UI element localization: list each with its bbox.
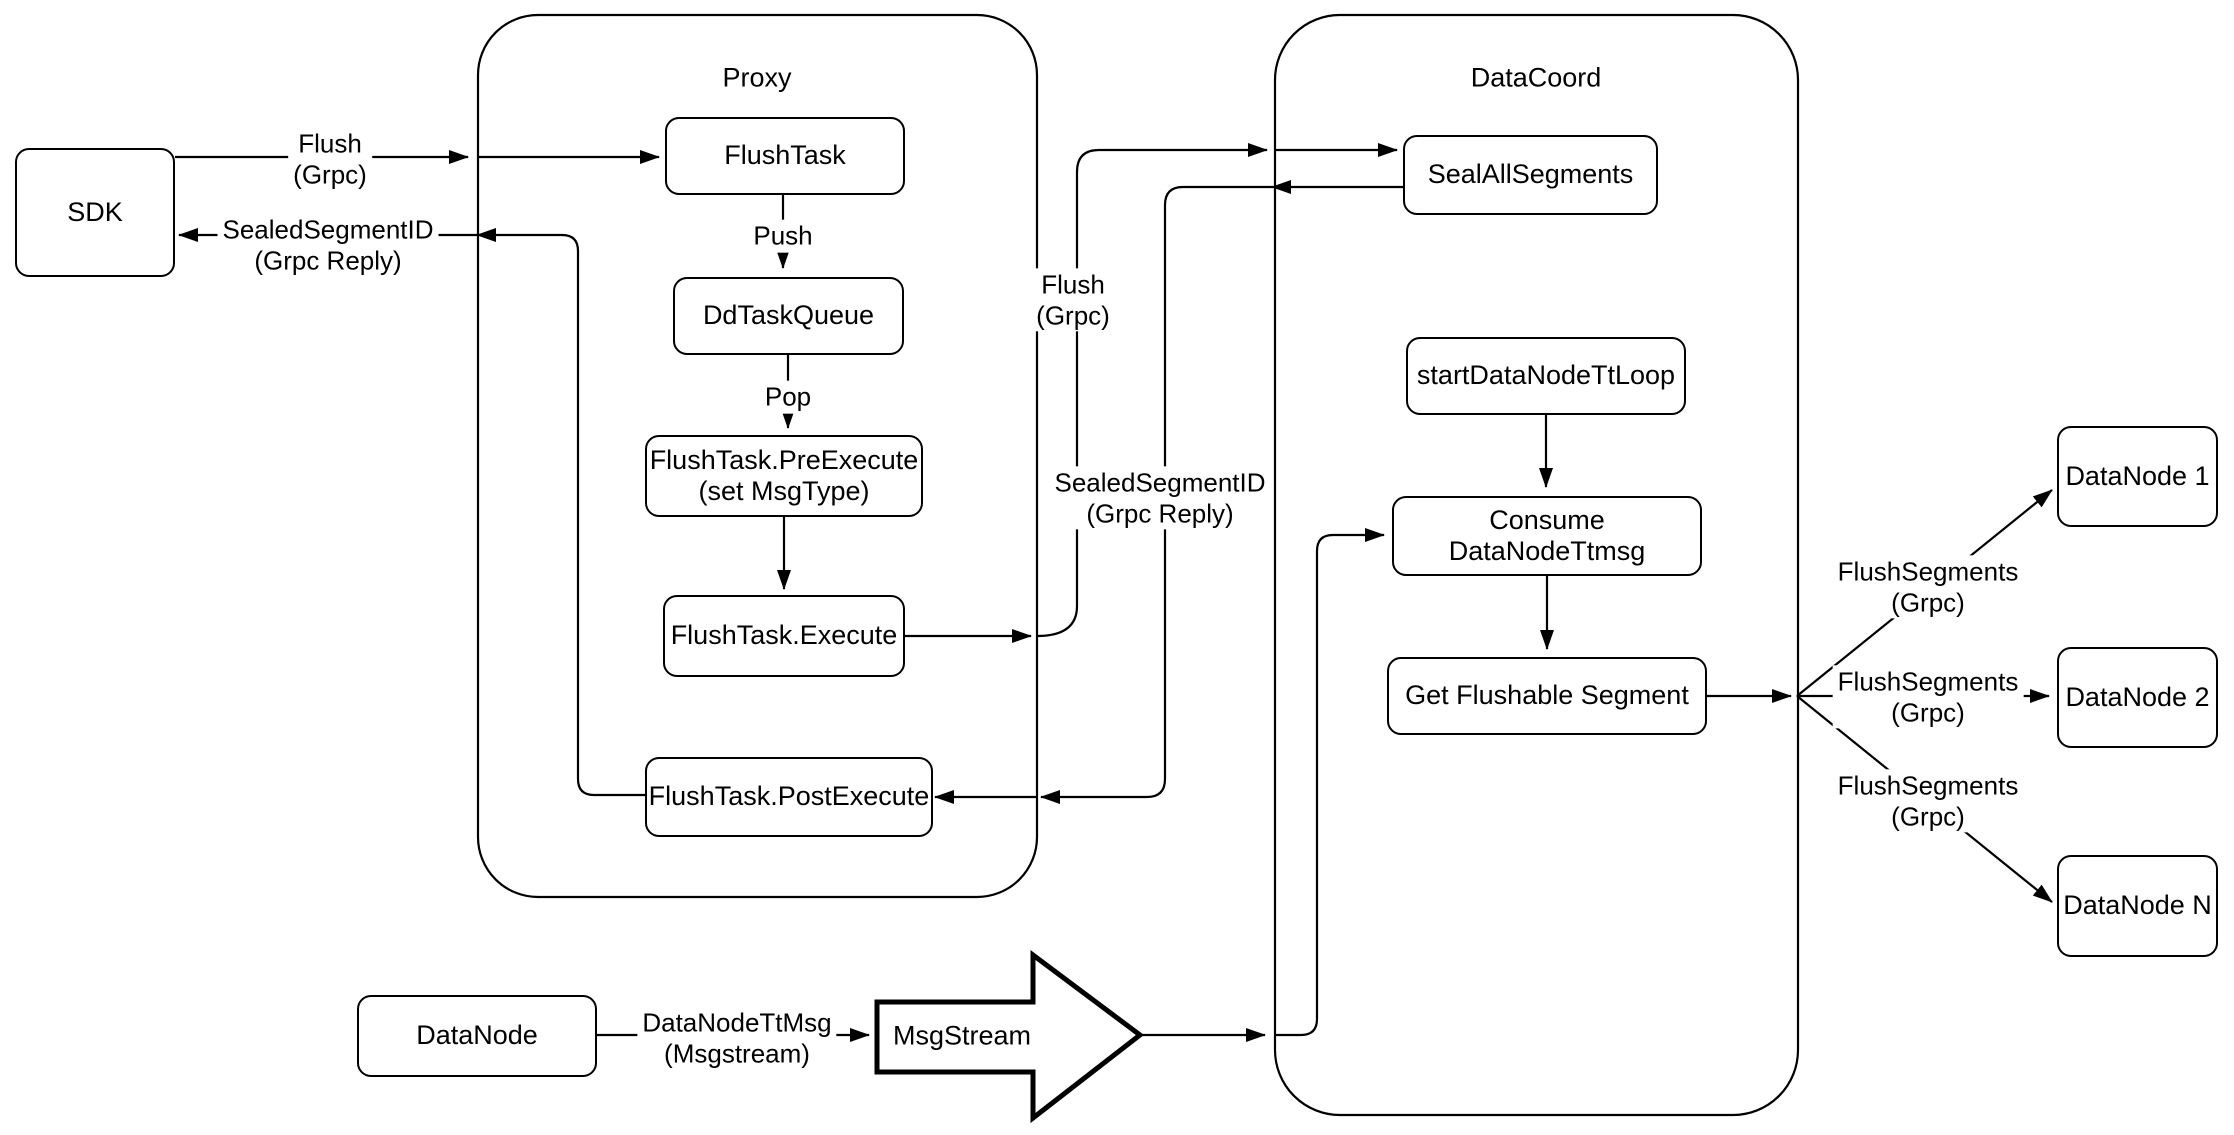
edge-label-flushsegments-2-line1: FlushSegments (1837, 666, 2019, 697)
proxy-title: Proxy (722, 62, 792, 93)
node-consumedatanodettmsg: Consume DataNodeTtmsg (1392, 496, 1702, 576)
edge-label-sealed-reply-mid-line1: SealedSegmentID (1054, 467, 1266, 498)
edge-label-flush-grpc-in-line1: Flush (298, 128, 362, 159)
node-datanode2: DataNode 2 (2057, 647, 2218, 748)
edge-label-datanodettmsg: DataNodeTtMsg (Msgstream) (637, 1006, 837, 1070)
node-datanode1: DataNode 1 (2057, 426, 2218, 527)
node-sealallsegments-label: SealAllSegments (1427, 159, 1634, 190)
node-datanode-bottom: DataNode (357, 995, 597, 1077)
node-flushtask: FlushTask (665, 117, 905, 195)
proxy-container (476, 13, 1039, 899)
node-getflushablesegment-label: Get Flushable Segment (1405, 680, 1689, 711)
edge-label-flush-grpc-in-line2: (Grpc) (293, 159, 367, 189)
edge-label-flushsegments-3: FlushSegments (Grpc) (1832, 769, 2024, 833)
edge-label-flushsegments-1: FlushSegments (Grpc) (1832, 555, 2024, 619)
datacoord-title: DataCoord (1470, 62, 1602, 93)
edge-label-flushsegments-3-line2: (Grpc) (1891, 801, 1965, 831)
node-sdk-label: SDK (67, 196, 123, 227)
node-preexecute: FlushTask.PreExecute (set MsgType) (645, 435, 923, 517)
node-datanoden-label: DataNode N (2063, 890, 2212, 921)
edge-label-flushsegments-1-line2: (Grpc) (1891, 587, 1965, 617)
edge-label-push: Push (748, 219, 818, 253)
edge-flush-up-to-datacoord (1036, 143, 1268, 638)
edge-label-push-line1: Push (753, 220, 813, 251)
edge-label-flush-grpc-in: Flush (Grpc) (288, 127, 372, 191)
node-startdatanodettloop-label: startDataNodeTtLoop (1416, 360, 1676, 391)
edge-label-flushsegments-2-line2: (Grpc) (1891, 697, 1965, 727)
node-sealallsegments: SealAllSegments (1403, 135, 1658, 215)
node-flushtask-label: FlushTask (724, 140, 846, 171)
edge-label-flushsegments-2: FlushSegments (Grpc) (1832, 665, 2024, 729)
edge-label-sealed-reply-mid: SealedSegmentID (Grpc Reply) (1049, 466, 1271, 530)
node-datanode-bottom-label: DataNode (416, 1020, 538, 1051)
edge-label-datanodettmsg-line2: (Msgstream) (664, 1038, 810, 1068)
edge-label-sealed-reply-out-line2: (Grpc Reply) (254, 245, 402, 275)
edge-label-sealed-reply-out: SealedSegmentID (Grpc Reply) (217, 213, 439, 277)
node-datanode2-label: DataNode 2 (2065, 681, 2210, 712)
datacoord-container (1273, 13, 1800, 1117)
node-postexecute-label: FlushTask.PostExecute (648, 781, 930, 812)
edge-label-datanodettmsg-line1: DataNodeTtMsg (642, 1007, 832, 1038)
node-preexecute-label-line1: FlushTask.PreExecute (649, 444, 919, 475)
node-preexecute-label-line2: (set MsgType) (698, 476, 870, 506)
edge-label-sealed-reply-out-line1: SealedSegmentID (222, 214, 434, 245)
node-ddtaskqueue: DdTaskQueue (673, 277, 904, 355)
edge-label-pop: Pop (759, 380, 817, 414)
node-datanoden: DataNode N (2057, 855, 2218, 957)
node-ddtaskqueue-label: DdTaskQueue (702, 300, 875, 331)
edge-label-flush-grpc-mid-line2: (Grpc) (1036, 300, 1110, 330)
edge-label-flush-grpc-mid: Flush (Grpc) (1031, 268, 1115, 332)
node-execute-label: FlushTask.Execute (670, 620, 898, 651)
edge-label-sealed-reply-mid-line2: (Grpc Reply) (1086, 498, 1234, 528)
edge-label-flushsegments-1-line1: FlushSegments (1837, 556, 2019, 587)
node-sdk: SDK (15, 148, 175, 277)
node-postexecute: FlushTask.PostExecute (645, 757, 933, 837)
node-startdatanodettloop: startDataNodeTtLoop (1406, 337, 1686, 415)
node-execute: FlushTask.Execute (663, 595, 905, 677)
edge-msgstream-to-consume (1275, 528, 1385, 1037)
edge-label-flush-grpc-mid-line1: Flush (1041, 269, 1105, 300)
msgstream-label: MsgStream (892, 1020, 1032, 1051)
edge-label-flushsegments-3-line1: FlushSegments (1837, 770, 2019, 801)
node-datanode1-label: DataNode 1 (2065, 460, 2210, 491)
node-getflushablesegment: Get Flushable Segment (1387, 657, 1707, 735)
edge-postexecute-to-proxy-edge (476, 228, 645, 797)
edge-label-pop-line1: Pop (764, 381, 812, 412)
msgstream-arrow-shape (874, 950, 1145, 1124)
node-consumedatanodettmsg-label: Consume DataNodeTtmsg (1448, 504, 1646, 566)
